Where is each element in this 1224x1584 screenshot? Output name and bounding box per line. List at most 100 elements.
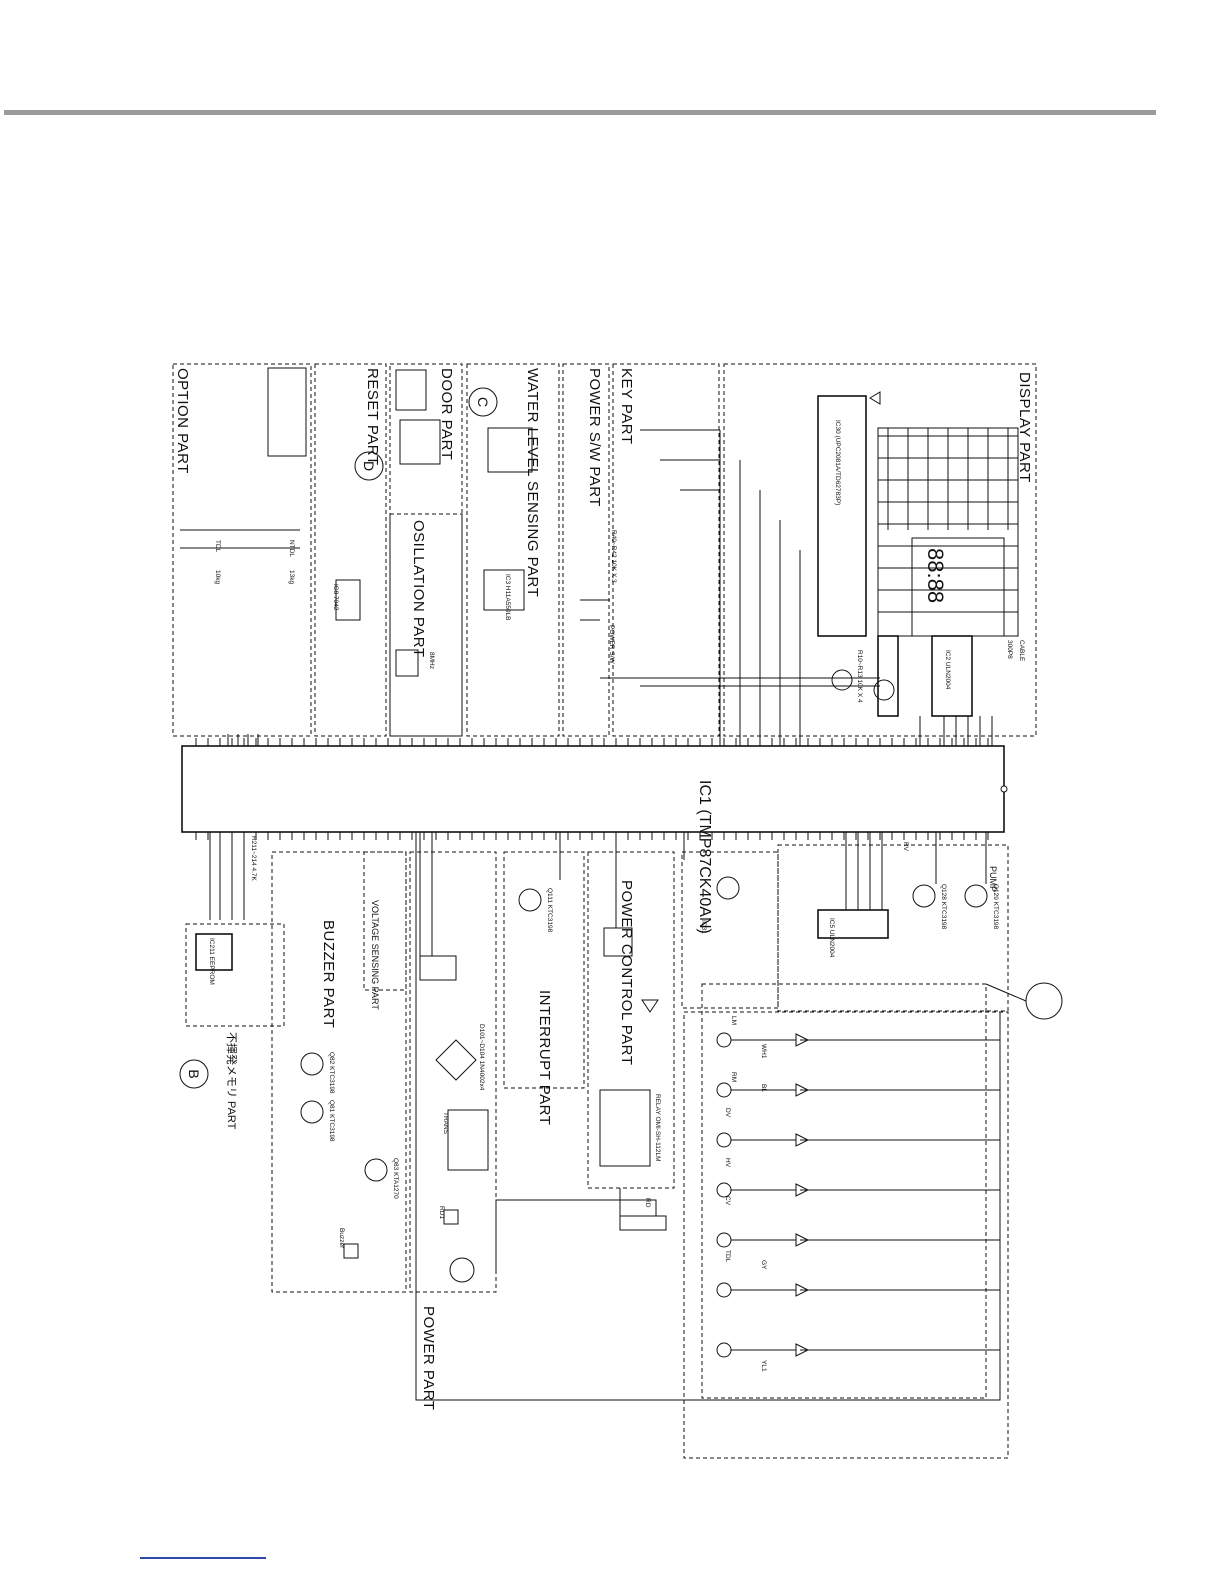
ic5-interrupt: [603, 927, 633, 957]
display-part-title: DISPLAY PART: [1016, 372, 1033, 483]
door-switch-block: [399, 419, 441, 465]
power-sw-box: [562, 363, 610, 737]
reset-part-box: [314, 363, 387, 737]
oscillation-part-title: OSILLATION PART: [410, 520, 427, 658]
voltage-sensing-box: [363, 851, 407, 991]
reset-switch-block: [395, 369, 427, 411]
reference-bubbles: C D B: [179, 387, 1063, 1089]
key-part-box: [612, 363, 720, 737]
ic5-inputs: [845, 832, 883, 910]
ac-source: [449, 1257, 475, 1283]
key-part-title: KEY PART: [618, 368, 635, 445]
key-bus: [719, 430, 801, 746]
relay-label: RELAY OMI-SH-112LM: [654, 1094, 661, 1162]
bubble-b-label: B: [186, 1069, 202, 1078]
interrupt-part-title: INTERRUPT PART: [536, 990, 553, 1125]
key-switch-rows: [640, 429, 720, 491]
load-terminal: [716, 1032, 732, 1048]
door-part-title: DOOR PART: [438, 368, 455, 460]
load-terminal: [716, 1082, 732, 1098]
load-terminal: [716, 1282, 732, 1298]
ic211-eeprom: [195, 933, 233, 971]
ic2-bus: [919, 716, 993, 746]
q83-label: Q83 KTA1270: [392, 1158, 399, 1199]
q111-label: Q111 KTC3198: [546, 888, 553, 933]
regulator: [419, 955, 457, 981]
buzzer-part-box: [271, 851, 407, 1293]
option-part-box: [172, 363, 312, 737]
transformer: [447, 1109, 489, 1171]
ic1-pins: [195, 738, 989, 840]
lm-label: LM: [730, 1016, 737, 1025]
power-switch: [580, 599, 610, 621]
section-boxes: [172, 363, 1037, 737]
load-driver-box: [683, 1011, 1009, 1459]
ic3-label: IC3 H11A550LB: [504, 574, 511, 621]
relay-vcc: [641, 999, 659, 1013]
ic30-label: IC30 (UPC2081A/TD62783P): [834, 420, 841, 505]
option-part-title: OPTION PART: [174, 368, 191, 474]
bridge-rectifier: [435, 1039, 477, 1081]
display-led-grid: [878, 428, 1018, 613]
q129-label: Q129 KTC3198: [992, 884, 999, 930]
power-control-box: [587, 851, 675, 1189]
load-terminal: [716, 1182, 732, 1198]
vcc-symbol: [869, 391, 881, 405]
ic31-label: IC31: [700, 920, 707, 934]
r10-label: R10~R13 10K X 4: [856, 650, 863, 703]
kg10-label: 10kg: [214, 570, 221, 584]
osc-label: 8MHz: [428, 652, 435, 669]
section-titles: OPTION PART RESET PART DOOR PART WATER L…: [174, 368, 1033, 1410]
right-internals: [195, 876, 988, 1283]
display-part-box: [723, 363, 1037, 737]
ic8-label: IC8 7042: [332, 584, 339, 611]
cable-label: CABLE: [1018, 640, 1025, 662]
q82-transistor: [300, 1052, 324, 1076]
bubble-d: [354, 451, 384, 481]
gy-label: GY: [760, 1260, 767, 1270]
rd1-fuse: [443, 1209, 459, 1225]
tdl-option-label: TDL: [214, 540, 221, 553]
interrupt-part-box: [503, 851, 585, 1089]
bus-wires: [180, 430, 1001, 1401]
water-level-box: [466, 363, 560, 737]
footer-link-rule: [140, 1557, 266, 1559]
power-part-title: POWER PART: [420, 1306, 437, 1410]
q128-label: Q128 KTC3198: [940, 884, 947, 930]
load-terminal: [716, 1132, 732, 1148]
bl-label: BL: [760, 1084, 767, 1092]
bubble-b: [179, 1059, 209, 1089]
water-sensor-body: [487, 427, 533, 473]
component-labels: IC1 (TMP87CK40AN) IC30 (UPC2081A/TD62783…: [208, 420, 1025, 1372]
trans-label: TRANS: [442, 1112, 449, 1135]
hv-label: HV: [724, 1158, 731, 1168]
d101-label: D101~D104 1N4002x4: [478, 1024, 485, 1091]
rv-label: RV: [902, 842, 909, 852]
q11-transistor: [831, 669, 853, 691]
pump-inputs: [935, 832, 987, 884]
wh1-label: WH1: [760, 1044, 767, 1059]
eeprom-bus: [209, 832, 245, 920]
ic5-chip: [817, 909, 889, 939]
q111-transistor: [518, 888, 542, 912]
voltage-sensing-title: VOLTAGE SENSING PART: [370, 900, 380, 1010]
option-pins: [227, 734, 259, 746]
rm-label: RM: [730, 1072, 737, 1082]
ic2-chip: [931, 635, 973, 717]
load-terminal: [716, 1232, 732, 1248]
ic5-label: IC5 ULN2004: [828, 918, 835, 958]
ic3-optocoupler: [483, 569, 525, 611]
rd-line: [495, 1199, 657, 1270]
ic30-chip: [817, 395, 867, 637]
rd1-label: RD1: [438, 1206, 445, 1219]
bubble-a: [1025, 982, 1063, 1020]
power-part-box: [409, 851, 497, 1293]
power-sw-title: POWER S/W PART: [586, 368, 603, 507]
ic2-label: IC2 ULN2004: [944, 650, 951, 690]
q82-label: Q82 KTC3198: [328, 1052, 335, 1094]
q81-transistor: [300, 1100, 324, 1124]
ic1-label: IC1 (TMP87CK40AN): [696, 780, 713, 934]
dv-label: DV: [724, 1108, 731, 1118]
load-terminal: [716, 1342, 732, 1358]
vdd-lines: [419, 832, 433, 956]
